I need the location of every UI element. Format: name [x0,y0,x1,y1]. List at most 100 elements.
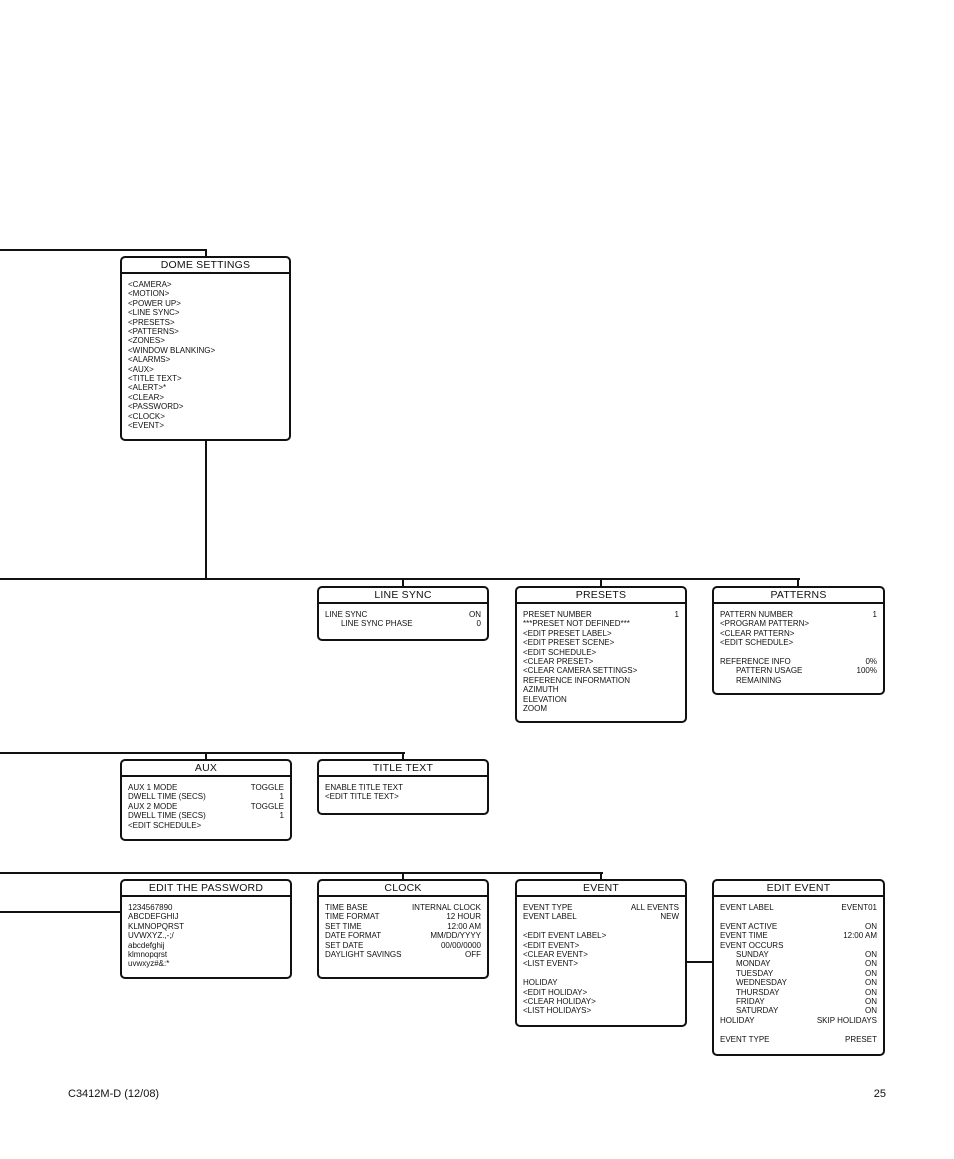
menu-row-label: AUX 1 MODE [128,783,178,792]
menu-row: DWELL TIME (SECS)1 [128,792,284,801]
menu-row [523,969,679,978]
menu-row-label: <EDIT PRESET LABEL> [523,628,612,638]
menu-row-label: <CLEAR PRESET> [523,657,594,667]
edit-password-title: EDIT THE PASSWORD [122,881,290,897]
menu-row-label: <CLOCK> [128,411,165,421]
connector-row2 [0,752,405,754]
menu-row-value: ON [865,968,877,978]
menu-row-value: ON [865,950,877,960]
menu-row-label: <EDIT TITLE TEXT> [325,792,399,802]
menu-row-label: <PROGRAM PATTERN> [720,619,810,629]
menu-row-label: <CLEAR> [128,392,165,402]
menu-row: UVWXYZ.,-;/ [128,931,284,940]
menu-row: <EDIT EVENT LABEL> [523,931,679,940]
dome-settings-box: DOME SETTINGS<CAMERA><MOTION><POWER UP><… [120,256,291,441]
menu-row-label: <EDIT PRESET SCENE> [523,638,615,648]
dome-settings-body: <CAMERA><MOTION><POWER UP><LINE SYNC><PR… [122,274,289,435]
menu-row: <LINE SYNC> [128,308,283,317]
menu-row-label: PATTERN NUMBER [720,610,794,619]
menu-row-value: 1 [872,610,877,619]
menu-row-value: ON [865,978,877,988]
menu-row-label: <LIST HOLIDAYS> [523,1006,592,1016]
menu-row: <WINDOW BLANKING> [128,346,283,355]
menu-row-label: klmnopqrst [128,950,168,960]
menu-row-label: EVENT TYPE [523,903,573,912]
menu-row: klmnopqrst [128,950,284,959]
menu-row-value: TOGGLE [250,783,284,792]
menu-row-label: SATURDAY [736,1006,779,1016]
event-title: EVENT [517,881,685,897]
menu-row-value: 0% [865,657,877,667]
menu-row-label: <EDIT HOLIDAY> [523,987,588,997]
menu-row: <ZONES> [128,336,283,345]
menu-row-label: REFERENCE INFO [720,657,791,667]
menu-row-label: ELEVATION [523,694,567,704]
menu-row-label: <MOTION> [128,289,170,299]
menu-row-label: <EVENT> [128,421,165,431]
menu-row-label: <EDIT SCHEDULE> [523,647,597,657]
menu-row: abcdefghij [128,941,284,950]
menu-row: <TITLE TEXT> [128,374,283,383]
connector-row1-drop-patterns [797,578,799,587]
menu-row: <ALERT>* [128,383,283,392]
edit-event-title: EDIT EVENT [714,881,883,897]
clock-title: CLOCK [319,881,487,897]
page-number: 25 [873,1088,886,1100]
menu-row: <EDIT SCHEDULE> [128,821,284,830]
menu-row-label: PRESET NUMBER [523,610,592,619]
menu-row-label: EVENT OCCURS [720,940,784,950]
menu-row: <EDIT PRESET LABEL> [523,629,679,638]
connector-row2-drop-aux [205,752,207,761]
menu-row: HOLIDAY [523,978,679,987]
menu-row-value: INTERNAL CLOCK [411,903,481,912]
title-text-body: ENABLE TITLE TEXT<EDIT TITLE TEXT> [319,777,487,806]
menu-row-value: ALL EVENTS [630,903,679,912]
connector-row3-drop-clock [402,872,404,881]
connector-password [0,911,122,913]
menu-row: <CLEAR PRESET> [523,657,679,666]
menu-row: <EVENT> [128,421,283,430]
menu-row-label: UVWXYZ.,-;/ [128,931,174,941]
menu-row-label: ZOOM [523,704,547,714]
menu-row-label: EVENT LABEL [720,903,774,912]
connector-dome-trunk [205,440,207,580]
connector-row1-drop-presets [600,578,602,587]
menu-row-label: <LIST EVENT> [523,959,578,969]
menu-row: REFERENCE INFORMATION [523,676,679,685]
menu-row-label: <TITLE TEXT> [128,374,182,384]
menu-row: ENABLE TITLE TEXT [325,783,481,792]
menu-row: <MOTION> [128,289,283,298]
menu-row-label: DWELL TIME (SECS) [128,811,206,821]
connector-row3 [0,872,603,874]
menu-row-label: <LINE SYNC> [128,308,180,318]
menu-row-label: ABCDEFGHIJ [128,912,179,922]
menu-row-label: FRIDAY [736,997,765,1007]
menu-row-label: <CLEAR HOLIDAY> [523,997,596,1007]
menu-row: <EDIT HOLIDAY> [523,988,679,997]
menu-row-label: MONDAY [736,959,771,969]
menu-row: AZIMUTH [523,685,679,694]
menu-row [720,1025,877,1034]
menu-row-label: EVENT TIME [720,931,768,941]
menu-row: <PROGRAM PATTERN> [720,619,877,628]
menu-row-label: REMAINING [736,675,782,685]
